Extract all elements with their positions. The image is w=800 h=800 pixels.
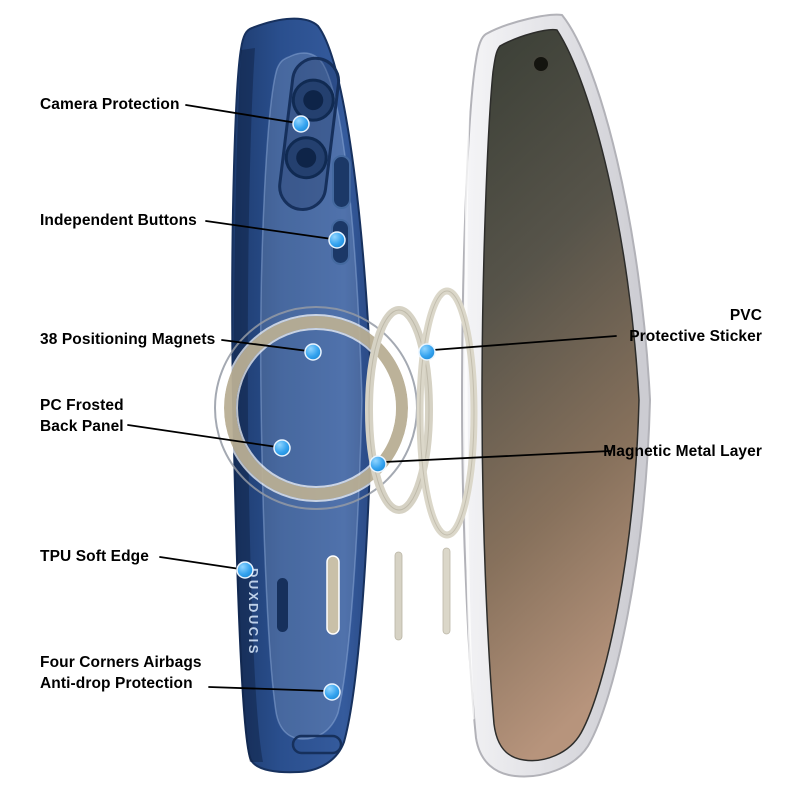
- charging-port-cutout: [291, 734, 343, 755]
- dot-pc-frosted: [273, 439, 291, 457]
- leader-tpu-soft-edge: [159, 556, 241, 570]
- leader-four-corners: [208, 686, 328, 692]
- phone-case: DUXDUCIS: [214, 17, 418, 774]
- magnet-alignment-bar-floating-2: [442, 547, 451, 635]
- phone: [460, 13, 652, 778]
- case-side-slot: [277, 578, 288, 632]
- callout-independent-buttons: Independent Buttons: [40, 212, 197, 229]
- leader-pc-frosted: [127, 424, 278, 448]
- callout-magnetic-metal-layer: Magnetic Metal Layer: [603, 443, 762, 460]
- leader-independent-buttons: [205, 220, 333, 240]
- pvc-sticker-ring-edge: [419, 290, 475, 536]
- floating-magnet-rings: [365, 287, 478, 641]
- dot-tpu-soft-edge: [236, 561, 254, 579]
- camera-lens-top-glass: [303, 90, 324, 111]
- brand-text: DUXDUCIS: [246, 568, 261, 656]
- callout-pvc-protective-sticker: PVC Protective Sticker: [629, 307, 762, 345]
- leader-pvc-sticker: [432, 335, 617, 351]
- callout-pc-frosted-back-panel: PC Frosted Back Panel: [40, 397, 124, 435]
- callout-tpu-soft-edge: TPU Soft Edge: [40, 548, 149, 565]
- phone-punch-hole-camera: [532, 55, 550, 73]
- volume-button: [332, 155, 351, 209]
- magnetic-metal-ring-edge: [368, 309, 430, 511]
- callout-lines: [127, 104, 617, 692]
- camera-island: [278, 56, 341, 211]
- magsafe-ring: [224, 316, 408, 500]
- phone-edge-highlight: [464, 70, 475, 720]
- dot-independent-buttons: [328, 231, 346, 249]
- callout-positioning-magnets: 38 Positioning Magnets: [40, 331, 216, 348]
- dot-camera-protection: [292, 115, 310, 133]
- leader-positioning-magnets: [221, 339, 309, 352]
- dot-magnetic-metal: [369, 455, 387, 473]
- dot-positioning-magnets: [304, 343, 322, 361]
- phone-screen: [481, 28, 640, 762]
- callout-four-corners-airbags: Four Corners Airbags Anti-drop Protectio…: [40, 654, 202, 692]
- callout-dots: [236, 115, 436, 701]
- magnet-alignment-bar-floating-1: [394, 551, 403, 641]
- leader-camera-protection: [185, 104, 298, 124]
- callout-camera-protection: Camera Protection: [40, 96, 180, 113]
- magsafe-ring-inner-edge: [236, 328, 396, 488]
- dot-pvc-sticker: [418, 343, 436, 361]
- magnet-alignment-bar-case: [326, 555, 340, 635]
- camera-lens-bottom-glass: [296, 147, 317, 168]
- leader-magnetic-metal: [383, 450, 611, 463]
- magsafe-ring-outer-edge: [222, 314, 410, 502]
- dot-four-corners: [323, 683, 341, 701]
